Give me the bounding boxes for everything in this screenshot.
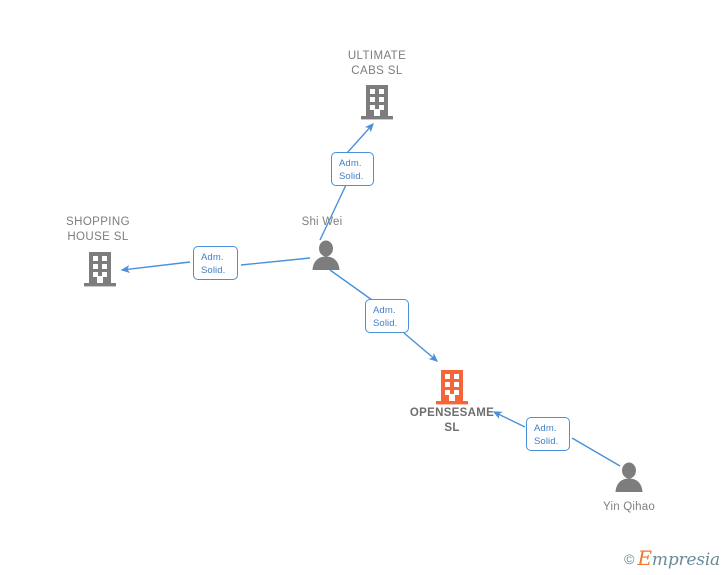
- person-icon[interactable]: [613, 462, 645, 492]
- relation-tag-shiwei-opensesame[interactable]: Adm. Solid.: [365, 299, 409, 333]
- relation-tag-shiwei-ultimatecabs[interactable]: Adm. Solid.: [331, 152, 374, 186]
- node-label-shi-wei: Shi Wei: [301, 216, 343, 228]
- building-icon[interactable]: [360, 84, 394, 120]
- empresia-wordmark: Empresia: [638, 548, 721, 569]
- empresia-wordmark-initial: E: [637, 546, 653, 570]
- node-label-opensesame: OPENSESAME SL: [409, 407, 495, 434]
- building-icon[interactable]: [83, 251, 117, 287]
- person-icon[interactable]: [310, 240, 342, 270]
- empresia-watermark: © Empresia: [624, 548, 720, 569]
- node-label-shopping-house: SHOPPING HOUSE SL: [66, 216, 130, 243]
- empresia-wordmark-rest: mpresia: [651, 550, 720, 570]
- relation-tag-shiwei-shoppinghouse[interactable]: Adm. Solid.: [193, 246, 238, 280]
- building-icon[interactable]: [435, 369, 469, 405]
- copyright-icon: ©: [624, 550, 635, 567]
- node-label-ultimate-cabs: ULTIMATE CABS SL: [347, 50, 407, 77]
- node-label-yin-qihao: Yin Qihao: [603, 501, 655, 513]
- relation-tag-yinqihao-opensesame[interactable]: Adm. Solid.: [526, 417, 570, 451]
